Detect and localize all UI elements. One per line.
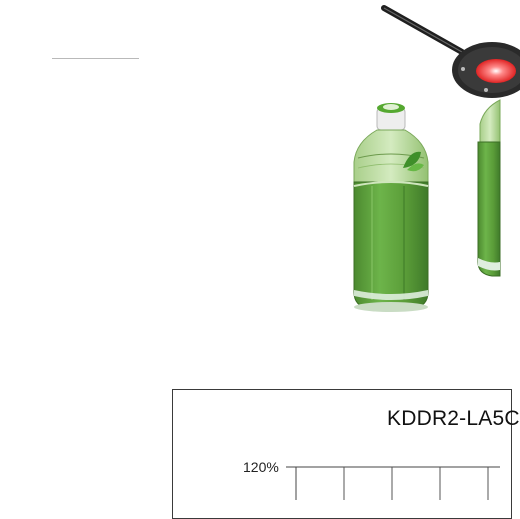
product-illustration bbox=[353, 5, 520, 312]
y-axis-tick-label: 120% bbox=[243, 459, 279, 475]
divider-line bbox=[52, 58, 139, 59]
page: KDDR2-LA5C 120% bbox=[52, 5, 520, 519]
chart-title: KDDR2-LA5C bbox=[387, 407, 520, 430]
bottle-icon-partial bbox=[477, 99, 501, 277]
chart-grid bbox=[286, 466, 500, 500]
bottle-icon bbox=[353, 103, 429, 312]
ring-light-icon bbox=[381, 5, 520, 98]
chart-frame bbox=[172, 389, 512, 519]
